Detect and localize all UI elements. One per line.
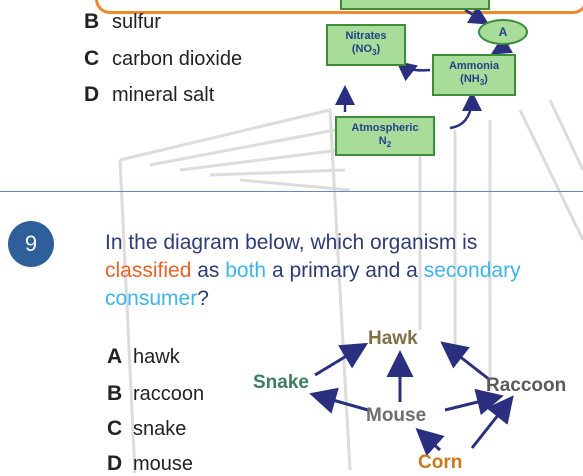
choice-letter: C [84,47,100,70]
question-part: a primary and a [266,259,424,282]
choice-letter: D [84,83,100,106]
atmospheric-formula: N2 [378,135,392,150]
highlight-classified: classified [105,259,192,282]
food-web-mouse: Mouse [366,405,427,426]
food-web-arrows [309,341,514,457]
answer-text: raccoon [133,383,205,405]
food-web-hawk: Hawk [368,328,418,349]
ellipse-a-label: A [498,25,508,39]
answer-letter: D [107,452,123,475]
choice-letter: B [84,10,100,33]
choice-text: mineral salt [112,84,215,106]
cropped-box-top [340,0,490,10]
nitrates-label: Nitrates [345,30,387,42]
nitrates-formula: (NO3) [351,43,381,58]
previous-question-frame [95,0,583,14]
atmospheric-box: Atmospheric N2 [335,116,435,156]
nitrates-box: Nitrates (NO3) [326,24,406,66]
question-part: as [191,259,226,282]
answer-text: snake [133,418,187,440]
ammonia-formula: (NH3) [460,73,488,88]
answer-letter: B [107,382,123,405]
question-text: In the diagram below, which organism is … [105,229,560,313]
food-web-snake: Snake [253,372,309,393]
question-part: In the diagram below, which organism is [105,231,478,254]
section-divider [0,191,583,192]
choice-text: sulfur [112,11,161,33]
choice-text: carbon dioxide [112,48,243,70]
answer-letter: C [107,417,123,440]
question-number: 9 [24,231,38,256]
highlight-secondary-consumer: secondary consumer [105,259,521,310]
answer-text: hawk [133,346,180,368]
highlight-both: both [225,259,267,282]
food-web-raccoon: Raccoon [486,375,567,396]
food-web-corn: Corn [418,452,463,473]
answer-text: mouse [133,453,194,475]
question-number-badge: 9 [8,221,54,267]
answer-letter: A [107,345,123,368]
atmospheric-label: Atmospheric [351,122,419,134]
question-part: ? [197,287,209,310]
ammonia-label: Ammonia [448,60,500,72]
ammonia-box: Ammonia (NH3) [432,54,516,96]
ellipse-a: A [478,19,528,45]
